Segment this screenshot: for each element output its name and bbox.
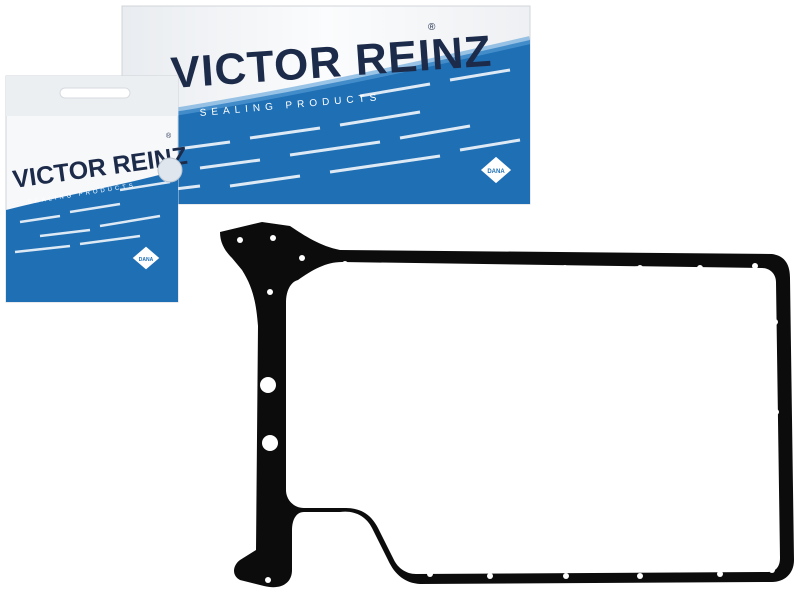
oil-pan-gasket <box>220 222 794 588</box>
small-box-registered-mark: ® <box>166 132 172 140</box>
small-box: VICTOR REINZ ® SEALING PRODUCTS DANA <box>5 75 189 303</box>
large-box-registered-mark: ® <box>428 22 436 33</box>
large-box-dana-badge: DANA <box>479 155 513 185</box>
small-box-badge-text: DANA <box>139 257 154 263</box>
large-box: VICTOR REINZ ® SEALING PRODUCTS DANA <box>121 5 531 205</box>
large-box-badge-text: DANA <box>487 169 505 175</box>
small-box-dana-badge: DANA <box>131 245 161 271</box>
hologram-sticker <box>157 157 183 183</box>
